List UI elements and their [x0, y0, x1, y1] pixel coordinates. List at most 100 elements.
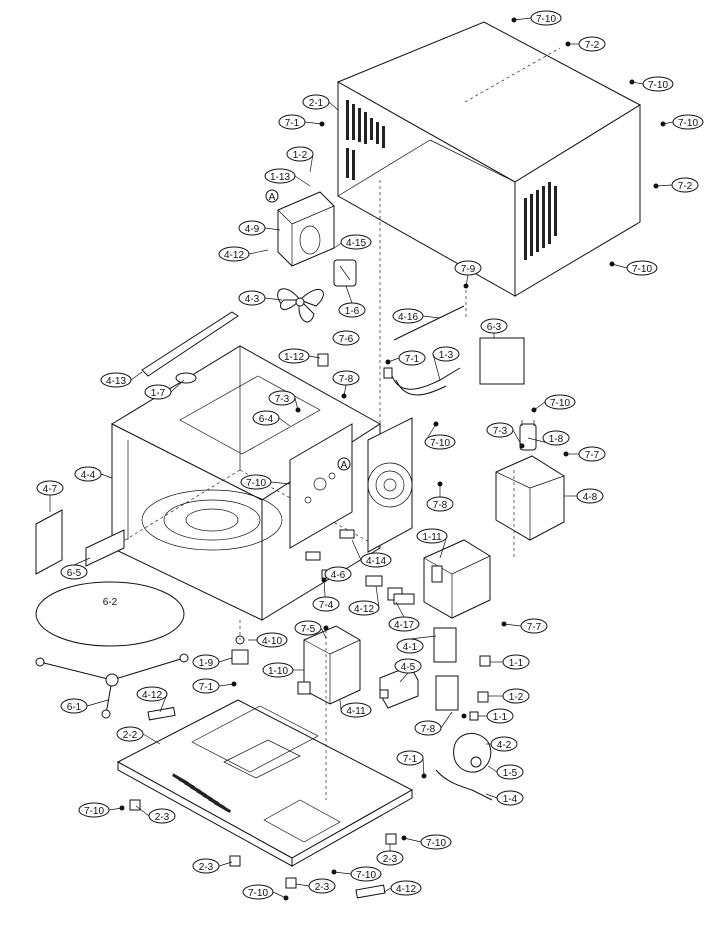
callout: 1-6: [338, 302, 366, 318]
svg-text:7-7: 7-7: [585, 450, 600, 461]
svg-text:6-1: 6-1: [67, 702, 82, 713]
svg-text:6-2: 6-2: [103, 597, 118, 608]
leader-line: [513, 17, 532, 21]
callout: 4-11: [340, 702, 372, 718]
leader-line: [485, 793, 498, 799]
leader-line: [375, 585, 380, 609]
capacitor-bracket: [495, 455, 565, 541]
svg-text:1-5: 1-5: [503, 768, 518, 779]
leader-line: [218, 861, 233, 867]
callout: 6-2: [103, 597, 118, 608]
leader-line: [142, 733, 161, 745]
callout: 7-5: [294, 620, 322, 636]
svg-text:4-6: 4-6: [331, 570, 346, 581]
callout: 2-3: [308, 878, 336, 894]
callout: 1-11: [416, 528, 448, 544]
svg-text:2-3: 2-3: [383, 854, 398, 865]
foam-pad: [393, 593, 415, 605]
callout: 6-3: [480, 318, 508, 334]
svg-text:4-9: 4-9: [245, 224, 260, 235]
leader-line: [409, 635, 437, 640]
leader-line: [383, 887, 392, 893]
callout: 4-12: [390, 880, 422, 896]
callout: 7-1: [398, 350, 426, 366]
leader-line: [218, 683, 235, 687]
svg-text:1-1: 1-1: [509, 658, 524, 669]
svg-text:1-3: 1-3: [439, 350, 454, 361]
callout: 1-8: [542, 430, 570, 446]
svg-text:7-1: 7-1: [405, 354, 420, 365]
callout: 1-4: [496, 790, 524, 806]
base-plate: [116, 699, 414, 867]
leader-line: [343, 384, 347, 397]
leader-line: [662, 121, 674, 125]
leader-line: [320, 627, 327, 639]
callout-labels: 7-10 7-2 7-10 7-10 7-2 7-10 2-1 7-1 1-2 …: [36, 10, 704, 900]
svg-text:7-2: 7-2: [678, 181, 693, 192]
callout: 2-1: [302, 94, 330, 110]
svg-text:4-1: 4-1: [403, 642, 418, 653]
svg-text:1-1: 1-1: [493, 712, 508, 723]
fan-blade: [277, 288, 324, 323]
leader-line: [440, 711, 453, 729]
svg-text:1-8: 1-8: [549, 434, 564, 445]
marker-a: A: [269, 192, 276, 203]
svg-text:7-8: 7-8: [421, 724, 436, 735]
callout: 1-12: [278, 348, 310, 364]
svg-text:7-1: 7-1: [403, 754, 418, 765]
svg-text:7-1: 7-1: [199, 682, 214, 693]
svg-text:7-10: 7-10: [550, 398, 570, 409]
callout: 4-2: [490, 736, 518, 752]
callout: 7-10: [242, 884, 274, 900]
svg-text:1-7: 1-7: [151, 388, 166, 399]
foam-pad: [355, 884, 386, 899]
callout: 7-3: [486, 422, 514, 438]
glass-tray: [35, 581, 185, 647]
wire-harness: [383, 367, 461, 396]
leader-line: [403, 837, 422, 843]
leader-line: [432, 353, 441, 381]
leader-line: [399, 672, 409, 683]
callout: 7-10: [544, 394, 576, 410]
leader-line: [264, 227, 281, 231]
callout: 4-13: [100, 372, 132, 388]
leader-line: [422, 315, 441, 319]
callout: 7-10: [672, 114, 704, 130]
transformer: [423, 539, 491, 619]
leader-line: [655, 184, 673, 187]
svg-text:2-3: 2-3: [199, 862, 214, 873]
svg-text:7-5: 7-5: [301, 624, 316, 635]
svg-text:7-8: 7-8: [339, 374, 354, 385]
callout: 4-1: [396, 638, 424, 654]
svg-text:1-2: 1-2: [293, 150, 308, 161]
svg-text:7-1: 7-1: [285, 118, 300, 129]
assembly-guides: [239, 180, 515, 800]
leader-line: [387, 357, 400, 363]
callout: 1-9: [192, 654, 220, 670]
feet: [129, 799, 397, 889]
rear-bracket: [289, 423, 353, 549]
foam-pad: [147, 706, 176, 721]
callout: 4-12: [136, 686, 168, 702]
svg-text:1-2: 1-2: [509, 692, 524, 703]
leader-line: [512, 429, 523, 447]
callout: 7-10: [424, 434, 456, 450]
svg-text:4-16: 4-16: [398, 312, 418, 323]
callout: 4-16: [392, 308, 424, 324]
callout: 1-1: [486, 708, 514, 724]
callout: 7-4: [312, 596, 340, 612]
callout: 1-13: [264, 168, 296, 184]
callout: 7-9: [454, 260, 482, 276]
callout: 4-5: [394, 658, 422, 674]
fan-grill: [367, 417, 413, 553]
callout: 1-3: [432, 346, 460, 362]
callout: 4-17: [388, 616, 420, 632]
leader-line: [304, 121, 323, 125]
spacer-plate: [85, 529, 125, 567]
leader-line: [100, 473, 113, 479]
svg-text:4-8: 4-8: [583, 492, 598, 503]
callout: 7-1: [396, 750, 424, 766]
leader-line: [611, 263, 628, 269]
svg-text:1-6: 1-6: [345, 306, 360, 317]
